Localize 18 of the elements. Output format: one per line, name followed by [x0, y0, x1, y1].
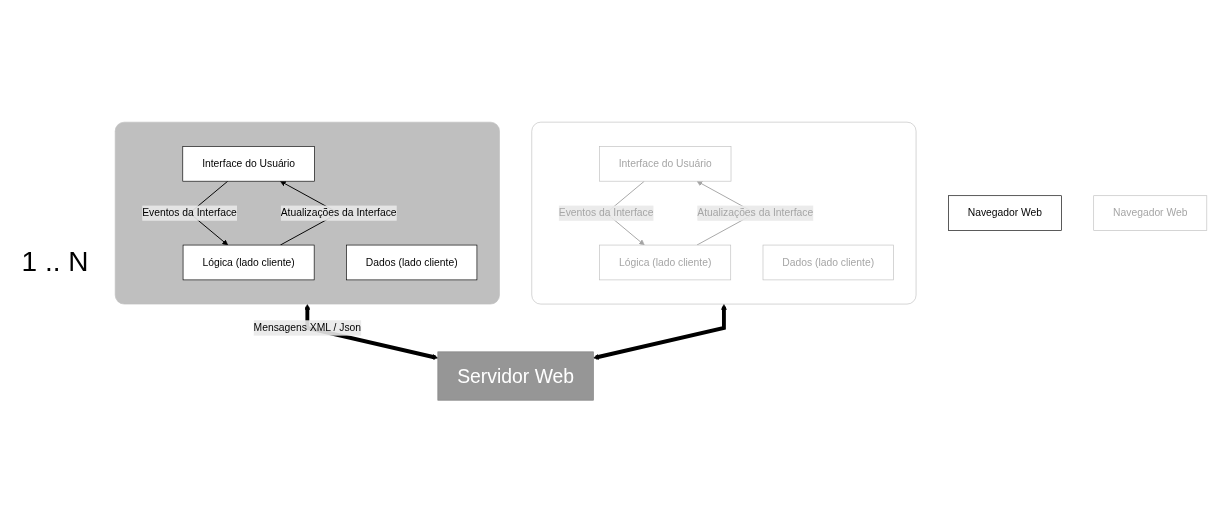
arrow: [593, 304, 727, 360]
cluster: [531, 122, 917, 305]
edge-label: Atualizações da Interface: [697, 207, 814, 219]
node-box: Interface do Usuário: [182, 146, 315, 182]
node-box: Dados (lado cliente): [762, 245, 894, 281]
node-box: Lógica (lado cliente): [182, 245, 315, 281]
node-box: Dados (lado cliente): [346, 245, 478, 281]
multiplicity-label: 1 .. N: [20, 245, 90, 278]
node-box: Lógica (lado cliente): [599, 245, 732, 281]
edge-label: Atualizações da Interface: [280, 207, 397, 219]
edge-label: Mensagens XML / Json: [253, 322, 362, 334]
node-box: Navegador Web: [948, 195, 1062, 232]
edge-label: Eventos da Interface: [142, 207, 237, 219]
node-box: Navegador Web: [1093, 195, 1208, 232]
node-box: Servidor Web: [437, 351, 594, 401]
edge-label: Eventos da Interface: [558, 207, 654, 219]
cluster: [114, 122, 500, 305]
node-box: Interface do Usuário: [599, 146, 732, 182]
